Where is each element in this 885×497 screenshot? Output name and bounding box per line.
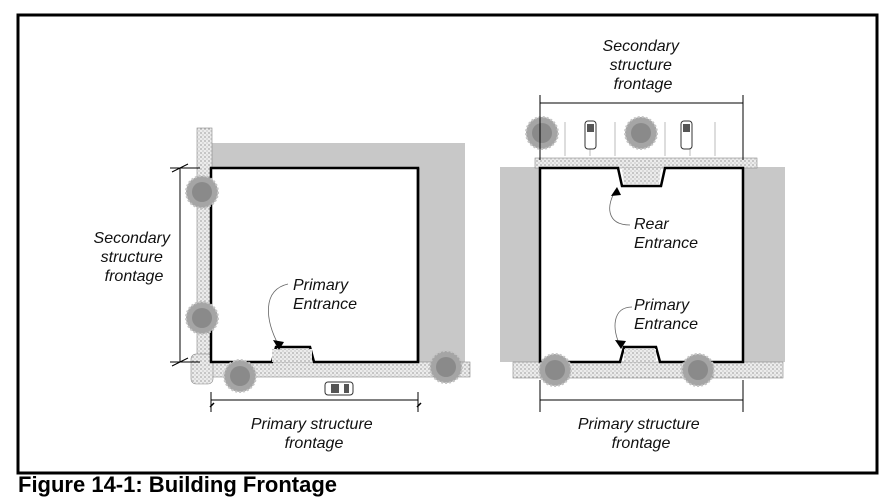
left-site-plan: Secondary structure frontage Primary Ent… <box>94 127 471 452</box>
car-icon <box>584 120 597 150</box>
right-site-plan: Secondary structure frontage Rear Entran… <box>500 38 785 452</box>
building <box>209 166 420 364</box>
tree-icon <box>429 350 463 384</box>
dimension-tick <box>209 402 422 408</box>
tree-icon <box>223 359 257 393</box>
secondary-dimension-line <box>539 95 744 160</box>
secondary-dimension-line <box>170 163 200 367</box>
primary-entrance-label: Primary Entrance <box>293 277 357 313</box>
rear-entrance-label: Rear Entrance <box>634 216 698 252</box>
tree-icon <box>185 301 219 335</box>
tree-icon <box>538 353 572 387</box>
tree-icon <box>525 116 559 150</box>
rear-sidewalk <box>534 157 758 169</box>
lot-area <box>210 143 465 362</box>
lot-area <box>500 167 540 362</box>
car-icon <box>324 381 354 396</box>
rear-entrance <box>622 168 661 184</box>
figure-border <box>16 13 879 475</box>
lot-area <box>743 167 785 362</box>
tree-icon <box>185 175 219 209</box>
primary-entrance-label: Primary Entrance <box>634 297 698 333</box>
arrow-icon <box>615 340 626 349</box>
primary-frontage-label: Primary structure frontage <box>251 416 377 452</box>
building <box>538 166 745 364</box>
figure-caption: Figure 14-1: Building Frontage <box>18 472 338 497</box>
arrow-icon <box>273 340 284 350</box>
car-icon <box>680 120 693 150</box>
primary-dimension-line <box>210 392 419 412</box>
sidewalk-corner <box>190 353 214 385</box>
arrow-icon <box>611 187 621 196</box>
tree-icon <box>624 116 658 150</box>
leader-line <box>268 283 289 347</box>
secondary-frontage-label: Secondary structure frontage <box>94 230 175 285</box>
frontage-diagram: Secondary structure frontage Primary Ent… <box>16 13 879 475</box>
tree-icon <box>681 353 715 387</box>
primary-entrance <box>624 349 656 362</box>
primary-entrance <box>272 349 312 362</box>
primary-frontage-label: Primary structure frontage <box>578 416 704 452</box>
secondary-frontage-label: Secondary structure frontage <box>603 38 684 93</box>
primary-dimension-line <box>539 380 744 412</box>
